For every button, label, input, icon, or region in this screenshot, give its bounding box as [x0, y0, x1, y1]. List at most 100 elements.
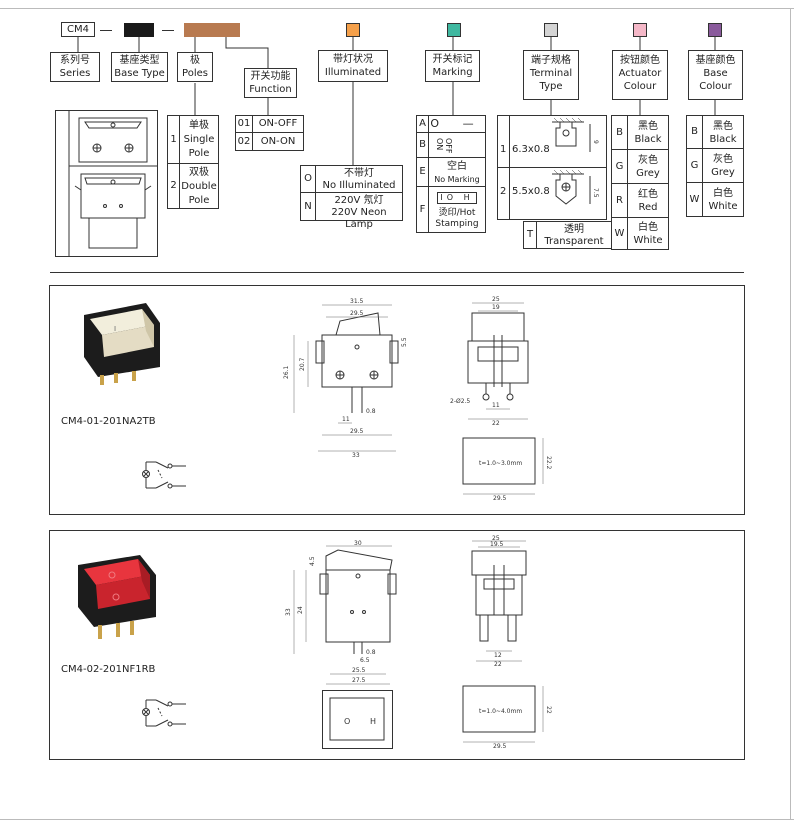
dim-label: 20.7: [299, 357, 306, 371]
illuminated-desc-o: 不带灯 No Illuminated: [315, 165, 403, 193]
actuator-code-t: T: [523, 221, 537, 249]
dim-label: 25.5: [352, 667, 366, 674]
illuminated-header: 带灯状况 Illuminated: [318, 50, 388, 82]
illuminated-code-o: O: [300, 165, 316, 193]
function-code-02: 02: [235, 132, 253, 151]
page-top-rule: [0, 8, 794, 9]
function-name-01: ON-OFF: [252, 115, 304, 133]
actuator-code-b: B: [611, 115, 628, 150]
dim-label: 29.5: [350, 428, 364, 435]
marking-symbol-f: IO H 烫印/Hot Stamping: [428, 186, 486, 233]
actuator-code-w: W: [611, 217, 628, 250]
dim-label: 24: [297, 606, 304, 614]
face-mark-o: O: [344, 717, 350, 726]
base-colour-desc-w: 白色 White: [702, 182, 744, 217]
panel-width-1: 29.5: [493, 495, 507, 502]
base-colour-desc-g: 灰色 Grey: [702, 148, 744, 183]
base-colour-code-b: B: [686, 115, 703, 149]
panel-note-1: t=1.0~3.0mm: [479, 460, 522, 467]
poles-desc-2: 双极 Double Pole: [179, 163, 219, 209]
model-code-box: CM4: [61, 22, 95, 37]
schematic-symbol-1: [142, 461, 186, 489]
dim-label: 25: [492, 535, 500, 542]
actuator-code-r: R: [611, 183, 628, 218]
dim-label: 22: [492, 420, 500, 427]
base-colour-swatch: [708, 23, 722, 37]
dim-label: 25: [492, 296, 500, 303]
base-type-drawing: [55, 110, 158, 257]
marking-symbol-b: OFF ON: [428, 132, 486, 158]
face-mark-h: H: [370, 717, 376, 726]
dim-label: 26.1: [283, 365, 290, 379]
panel-width-2: 29.5: [493, 743, 507, 750]
base-type-header: 基座类型 Base Type: [111, 52, 168, 82]
panel-cutout-1: t=1.0~3.0mm 29.5 22.2: [462, 437, 552, 502]
series-header: 系列号 Series: [50, 52, 100, 82]
base-colour-code-g: G: [686, 148, 703, 183]
terminal-header: 端子规格 Terminal Type: [523, 50, 579, 100]
panel-cutout-2: t=1.0~4.0mm 29.5 22: [462, 685, 552, 750]
front-view-drawing-1: 31.5 29.5 26.1 20.7 11 0.8 29.5 33 5.5: [283, 298, 408, 459]
marking-symbol-e: 空白 No Marking: [428, 157, 486, 187]
base-colour-code-w: W: [686, 182, 703, 217]
side-view-drawing-2: 25 19.5 12 22: [471, 535, 527, 668]
actuator-desc-w: 白色 White: [627, 217, 669, 250]
page-right-rule: [790, 8, 791, 820]
function-header: 开关功能 Function: [244, 68, 297, 98]
dim-label: 0.8: [366, 408, 376, 415]
front-view-drawing-2: 30 4.5 24 33 0.8 6.5 25.5 27.5: [285, 540, 397, 685]
panel-note-2: t=1.0~4.0mm: [479, 708, 522, 715]
terminal-code-2: 2: [500, 186, 507, 197]
marking-symbol-a: O —: [428, 115, 486, 133]
poles-header: 极 Poles: [177, 52, 213, 82]
base-colour-desc-b: 黑色 Black: [702, 115, 744, 149]
terminal-swatch: [544, 23, 558, 37]
svg-text:I: I: [114, 325, 116, 333]
dim-label: 0.8: [366, 649, 376, 656]
dim-label: 11: [492, 402, 500, 409]
function-code-01: 01: [235, 115, 253, 133]
panel-height-2: 22: [545, 706, 552, 714]
dim-label: 29.5: [350, 310, 364, 317]
illuminated-desc-n: 220V 氖灯 220V Neon Lamp: [315, 192, 403, 230]
dim-label: 31.5: [350, 298, 364, 305]
base-colour-header: 基座颜色 Base Colour: [688, 50, 743, 100]
poles-desc-1: 单极 Single Pole: [179, 115, 219, 164]
dim-label: 33: [352, 452, 360, 459]
panel-height-1: 22.2: [545, 456, 552, 470]
dash: [100, 30, 112, 31]
marking-header: 开关标记 Marking: [425, 50, 480, 82]
base-type-swatch: [124, 23, 154, 37]
actuator-header: 按钮颜色 Actuator Colour: [612, 50, 668, 100]
actuator-desc-b: 黑色 Black: [627, 115, 669, 150]
illuminated-code-n: N: [300, 192, 316, 221]
function-name-02: ON-ON: [252, 132, 304, 151]
terminal-drawings: 9 7.5: [552, 118, 599, 205]
dim-label: 2-Ø2.5: [450, 398, 470, 405]
marking-swatch: [447, 23, 461, 37]
section-divider: [50, 272, 744, 273]
product-photo-2: [78, 555, 156, 639]
switch-face-drawing-2: O H: [322, 690, 393, 749]
product-panel-1: [49, 285, 745, 515]
dim-label: 5.5: [401, 337, 408, 347]
dim-label: 19: [492, 304, 500, 311]
dim-label: 33: [285, 608, 292, 616]
dim-label: 30: [354, 540, 362, 547]
terminal-dim-2: 7.5: [592, 188, 599, 198]
poles-swatch: [184, 23, 240, 37]
dim-label: 27.5: [352, 677, 366, 684]
actuator-desc-g: 灰色 Grey: [627, 149, 669, 184]
dim-label: 4.5: [309, 556, 316, 566]
dim-label: 11: [342, 416, 350, 423]
dim-label: 22: [494, 661, 502, 668]
actuator-swatch: [633, 23, 647, 37]
actuator-desc-r: 红色 Red: [627, 183, 669, 218]
product-model-2: CM4-02-201NF1RB: [61, 664, 156, 675]
page-bottom-rule: [0, 819, 794, 820]
product-photo-1: I: [84, 303, 160, 385]
terminal-code-1: 1: [500, 144, 507, 155]
dash: [162, 30, 174, 31]
actuator-desc-t: 透明 Transparent: [536, 221, 612, 249]
